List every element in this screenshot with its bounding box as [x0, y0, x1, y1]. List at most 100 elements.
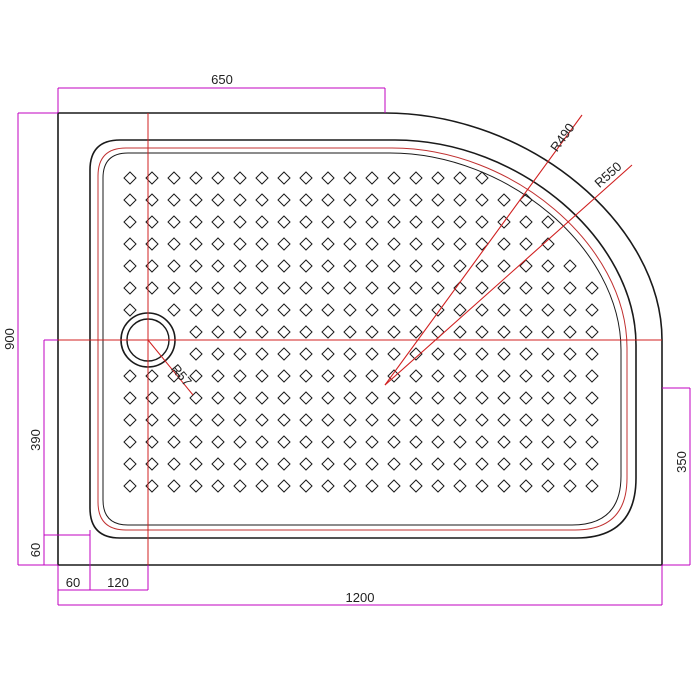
grip-diamond [541, 435, 555, 449]
grip-diamond [343, 457, 357, 471]
radius-r490-line [384, 114, 583, 386]
grip-diamond [475, 193, 489, 207]
grip-diamond [211, 259, 225, 273]
grip-diamond [409, 259, 423, 273]
grip-diamond [365, 369, 379, 383]
grip-diamond [497, 193, 511, 207]
grip-diamond [123, 215, 137, 229]
grip-diamond [321, 237, 335, 251]
grip-diamond [321, 193, 335, 207]
grip-diamond [189, 347, 203, 361]
grip-diamond [277, 281, 291, 295]
grip-diamond [431, 325, 445, 339]
grip-diamond [453, 369, 467, 383]
grip-diamond [409, 171, 423, 185]
grip-diamond [211, 391, 225, 405]
grip-diamond [497, 303, 511, 317]
grip-diamond [299, 413, 313, 427]
grip-diamond [563, 479, 577, 493]
grip-diamond [453, 413, 467, 427]
grip-diamond [211, 281, 225, 295]
grip-diamond [453, 325, 467, 339]
grip-diamond [541, 347, 555, 361]
grip-diamond [453, 259, 467, 273]
grip-diamond [387, 479, 401, 493]
grip-diamond [233, 171, 247, 185]
grip-diamond [541, 391, 555, 405]
radius-r550-line [384, 164, 633, 386]
grip-diamond [387, 215, 401, 229]
grip-diamond [255, 413, 269, 427]
grip-diamond [277, 347, 291, 361]
grip-diamond [365, 215, 379, 229]
grip-diamond [167, 171, 181, 185]
grip-diamond [189, 303, 203, 317]
grip-diamond [453, 391, 467, 405]
grip-diamond [343, 281, 357, 295]
grip-diamond [541, 325, 555, 339]
grip-diamond [233, 457, 247, 471]
grip-diamond [255, 369, 269, 383]
grip-diamond [365, 171, 379, 185]
grip-diamond [299, 391, 313, 405]
grip-diamond [277, 259, 291, 273]
grip-diamond [497, 237, 511, 251]
grip-diamond [409, 303, 423, 317]
grip-diamond [123, 237, 137, 251]
grip-diamond [277, 237, 291, 251]
grip-diamond [431, 303, 445, 317]
grip-diamond [321, 215, 335, 229]
grip-diamond [299, 479, 313, 493]
grip-diamond [387, 325, 401, 339]
grip-diamond [299, 325, 313, 339]
grip-diamond [365, 413, 379, 427]
grip-diamond [233, 369, 247, 383]
grip-diamond [409, 435, 423, 449]
grip-diamond [365, 281, 379, 295]
grip-diamond [299, 303, 313, 317]
grip-diamond [453, 347, 467, 361]
grip-diamond [167, 193, 181, 207]
grip-diamond [189, 325, 203, 339]
dim-label-r490: R490 [547, 120, 577, 154]
grip-diamond [409, 413, 423, 427]
grip-diamond [475, 391, 489, 405]
grip-diamond [475, 435, 489, 449]
grip-diamond [431, 215, 445, 229]
grip-diamond [387, 347, 401, 361]
grip-diamond [343, 413, 357, 427]
grip-diamond [497, 325, 511, 339]
tray-outer-outline [57, 112, 663, 566]
grip-diamond [255, 193, 269, 207]
grip-diamond [387, 303, 401, 317]
grip-diamond [387, 457, 401, 471]
grip-diamond [123, 193, 137, 207]
grip-diamond [211, 237, 225, 251]
grip-diamond [299, 457, 313, 471]
grip-diamond [387, 171, 401, 185]
grip-diamond [475, 171, 489, 185]
grip-diamond [365, 347, 379, 361]
dim-label-350: 350 [674, 451, 689, 473]
grip-diamond [453, 237, 467, 251]
grip-diamond [189, 413, 203, 427]
grip-diamond [189, 391, 203, 405]
grip-diamond [453, 303, 467, 317]
grip-diamond [475, 303, 489, 317]
grip-diamond [365, 479, 379, 493]
grip-diamond [453, 479, 467, 493]
grip-diamond [585, 325, 599, 339]
grip-diamond [431, 171, 445, 185]
grip-diamond [541, 413, 555, 427]
grip-diamond [233, 303, 247, 317]
grip-diamond [255, 171, 269, 185]
dim-label-r57: R57 [168, 361, 195, 389]
grip-diamond [387, 281, 401, 295]
grip-diamond [475, 413, 489, 427]
grip-diamond [431, 369, 445, 383]
grip-diamond [541, 457, 555, 471]
grip-diamond [519, 457, 533, 471]
grip-diamond [123, 281, 137, 295]
dim-label-60-horizontal: 60 [66, 575, 80, 590]
dim-label-60-vertical: 60 [28, 543, 43, 557]
